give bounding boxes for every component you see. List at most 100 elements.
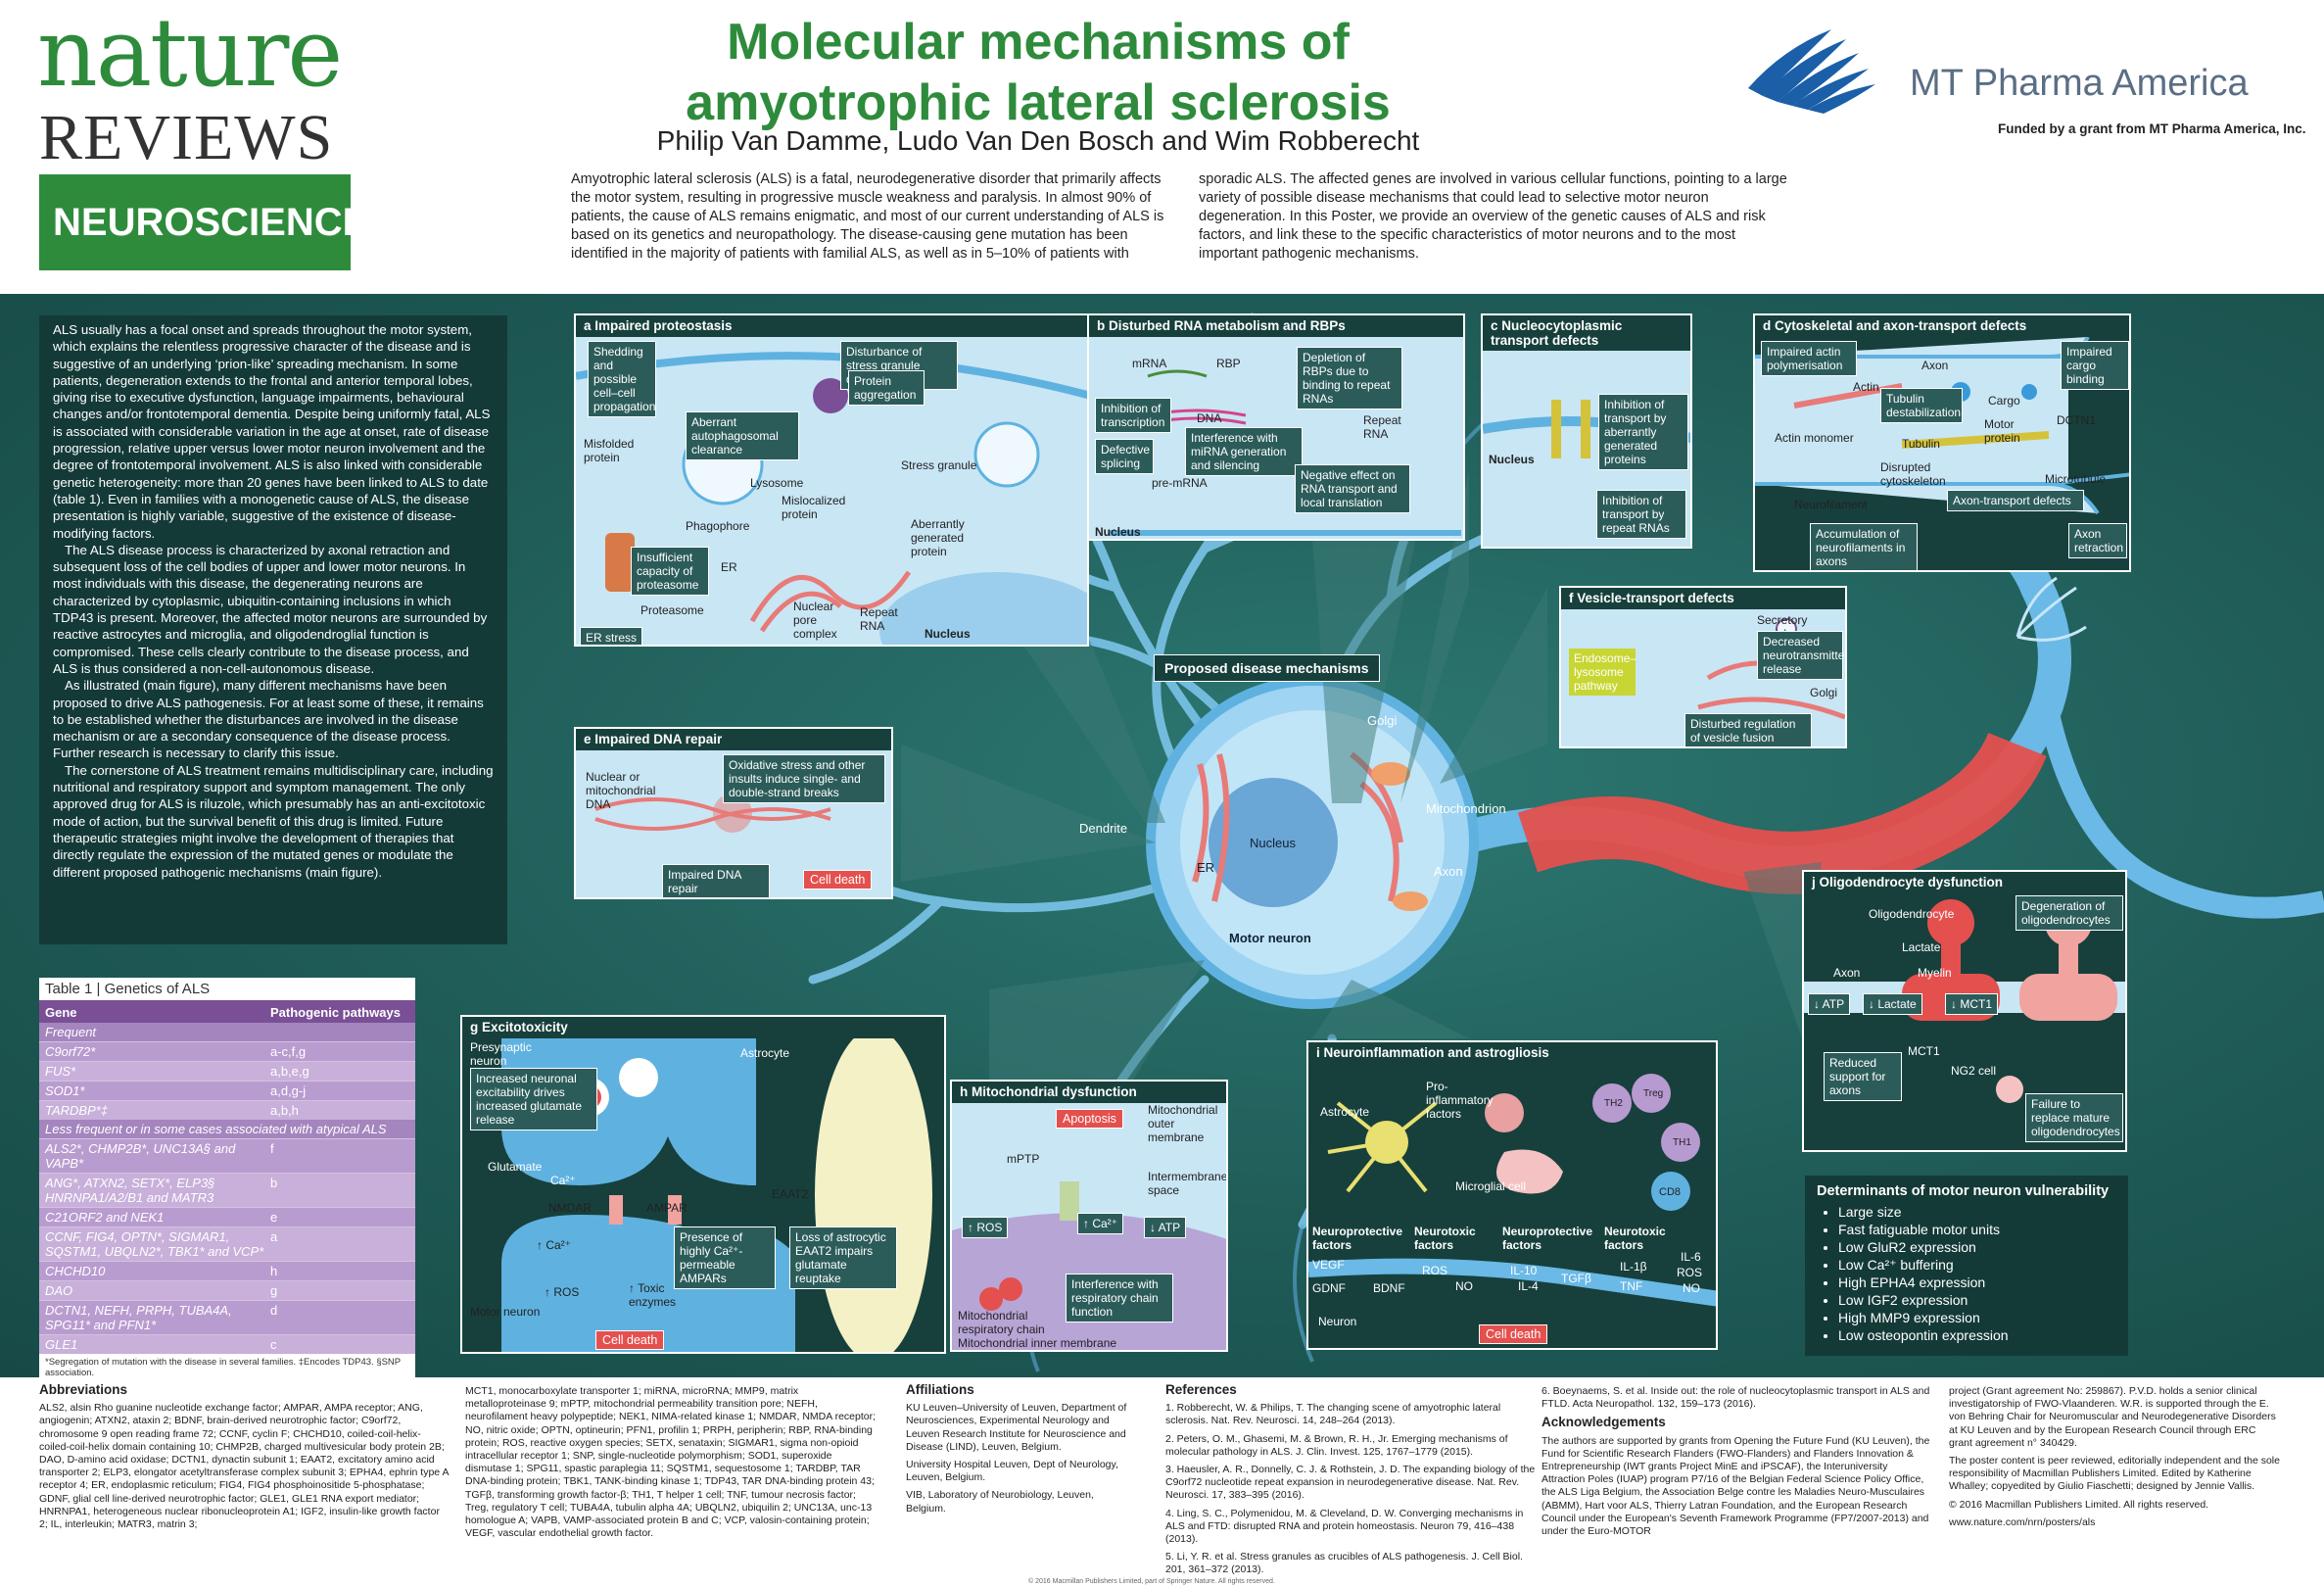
- c-nucleus: Nucleus: [1489, 453, 1535, 466]
- f-disturbed: Disturbed regulation of vesicle fusion: [1684, 713, 1812, 746]
- section-rare: Less frequent or in some cases associate…: [39, 1120, 415, 1138]
- e-oxidative: Oxidative stress and other insults induc…: [723, 754, 885, 803]
- panel-j-oligodendrocyte: j Oligodendrocyte dysfunction Oligodendr…: [1802, 870, 2127, 1152]
- d-tubulin: Tubulin: [1902, 437, 1940, 451]
- table-note: *Segregation of mutation with the diseas…: [39, 1354, 415, 1381]
- editorial-text: The poster content is peer reviewed, edi…: [1949, 1455, 2280, 1493]
- a-nucleus: Nucleus: [925, 627, 971, 641]
- proposed-mechanisms-label: Proposed disease mechanisms: [1154, 654, 1380, 682]
- side-paragraph: The cornerstone of ALS treatment remains…: [53, 762, 494, 880]
- d-axon-transport: Axon-transport defects: [1947, 490, 2084, 511]
- panel-a-title: a Impaired proteostasis: [576, 315, 1087, 337]
- b-pre-mrna: pre-mRNA: [1152, 476, 1208, 490]
- label-mitochondrion: Mitochondrion: [1426, 801, 1506, 816]
- g-eaat2: EAAT2: [772, 1187, 809, 1201]
- j-myelin: Myelin: [1918, 966, 1952, 980]
- ack-title: Acknowledgements: [1541, 1415, 1666, 1430]
- j-ng2: NG2 cell: [1951, 1064, 1997, 1078]
- determinant-item: Low GluR2 expression: [1838, 1238, 2116, 1256]
- panel-h-mitochondrial: h Mitochondrial dysfunction Apoptosis mP…: [950, 1080, 1228, 1352]
- i-tnf: TNF: [1620, 1279, 1643, 1293]
- d-axon: Axon: [1921, 359, 1949, 372]
- panel-f-vesicle: f Vesicle-transport defects Secretory ve…: [1559, 586, 1847, 748]
- d-microtubule: Microtubule: [2045, 472, 2107, 486]
- table-row: DCTN1, NEFH, PRPH, TUBA4A, SPG11* and PF…: [39, 1300, 415, 1334]
- genetics-table: Table 1 | Genetics of ALS Gene Pathogeni…: [39, 978, 415, 1381]
- pathway-cell: e: [270, 1210, 278, 1225]
- i-il6: IL-6: [1681, 1250, 1701, 1264]
- j-oligo: Oligodendrocyte: [1869, 907, 1955, 921]
- panel-i-title: i Neuroinflammation and astrogliosis: [1308, 1042, 1716, 1064]
- table-row: SOD1*a,d,g-j: [39, 1081, 415, 1100]
- h-outer: Mitochondrial outer membrane: [1148, 1103, 1218, 1144]
- b-interference: Interference with miRNA generation and s…: [1185, 427, 1303, 476]
- d-disrupted: Disrupted cytoskeleton: [1880, 460, 1946, 488]
- gene-cell: CHCHD10: [45, 1264, 106, 1278]
- table-title: Table 1 | Genetics of ALS: [39, 978, 415, 1002]
- section-frequent: Frequent: [39, 1023, 415, 1041]
- j-failure: Failure to replace mature oligodendrocyt…: [2025, 1093, 2123, 1142]
- a-aberrantly: Aberrantly generated protein: [911, 517, 965, 558]
- i-ros-2: ROS: [1677, 1266, 1703, 1279]
- i-gdnf: GDNF: [1312, 1281, 1346, 1295]
- determinant-item: Low osteopontin expression: [1838, 1326, 2116, 1344]
- j-lactate: Lactate: [1902, 940, 1941, 954]
- d-tubulin-destab: Tubulin destabilization: [1880, 388, 1963, 423]
- g-presynaptic: Presynaptic neuron: [470, 1040, 532, 1068]
- side-text: ALS usually has a focal onset and spread…: [39, 315, 507, 944]
- g-loss: Loss of astrocytic EAAT2 impairs glutama…: [789, 1226, 897, 1289]
- gene-cell: FUS*: [45, 1064, 76, 1079]
- h-intermembrane: Intermembrane space: [1148, 1170, 1228, 1197]
- label-golgi: Golgi: [1367, 713, 1398, 728]
- references: References 1. Robberecht, W. & Philips, …: [1165, 1383, 1538, 1582]
- panel-h-title: h Mitochondrial dysfunction: [952, 1082, 1226, 1103]
- h-interference: Interference with respiratory chain func…: [1066, 1274, 1173, 1322]
- affil-title: Affiliations: [906, 1382, 974, 1397]
- pathway-cell: a: [270, 1229, 278, 1244]
- pathway-cell: h: [270, 1264, 278, 1278]
- pathway-cell: b: [270, 1176, 278, 1190]
- b-defective: Defective splicing: [1095, 439, 1154, 474]
- i-il10: IL-10: [1510, 1264, 1538, 1277]
- g-up-ca: ↑ Ca²⁺: [537, 1238, 572, 1252]
- i-microglial: Microglial cell: [1455, 1179, 1527, 1193]
- a-repeat-rna: Repeat RNA: [860, 605, 898, 633]
- panel-e-dna-repair: e Impaired DNA repair Nuclear or mitocho…: [574, 727, 893, 899]
- a-misfolded: Misfolded protein: [584, 437, 635, 464]
- reference-list: 1. Robberecht, W. & Philips, T. The chan…: [1165, 1402, 1538, 1576]
- table-row: TARDBP*‡a,b,h: [39, 1100, 415, 1120]
- i-tgfb: TGFβ: [1561, 1272, 1591, 1285]
- j-reduced: Reduced support for axons: [1824, 1052, 1902, 1101]
- pathway-cell: d: [270, 1303, 278, 1318]
- c-inhibition: Inhibition of transport by aberrantly ge…: [1598, 394, 1688, 470]
- poster-url[interactable]: www.nature.com/nrn/posters/als: [1949, 1515, 2096, 1528]
- h-resp-chain: Mitochondrial respiratory chain: [958, 1309, 1045, 1336]
- f-decreased: Decreased neurotransmitter release: [1757, 631, 1845, 680]
- poster-footer: Abbreviations ALS2, alsin Rho guanine nu…: [0, 1377, 2324, 1587]
- g-presence: Presence of highly Ca²⁺-permeable AMPARs: [674, 1226, 776, 1289]
- a-protein-agg: Protein aggregation: [848, 370, 925, 406]
- abbreviations: Abbreviations ALS2, alsin Rho guanine nu…: [39, 1383, 451, 1536]
- a-stress-granule: Stress granule: [901, 458, 977, 472]
- neuroscience-logo: NEUROSCIENCE: [39, 174, 368, 270]
- determinant-item: Large size: [1838, 1203, 2116, 1221]
- d-accumulation: Accumulation of neurofilaments in axons: [1810, 523, 1918, 570]
- authors: Philip Van Damme, Ludo Van Den Bosch and…: [656, 125, 1420, 156]
- panel-b-title: b Disturbed RNA metabolism and RBPs: [1089, 315, 1463, 337]
- i-t-treg: Treg: [1643, 1088, 1664, 1099]
- i-il1b: IL-1β: [1620, 1260, 1647, 1274]
- reference-item: 5. Li, Y. R. et al. Stress granules as c…: [1165, 1551, 1523, 1576]
- f-golgi: Golgi: [1810, 686, 1838, 699]
- g-astrocyte: Astrocyte: [740, 1046, 790, 1060]
- i-il4: IL-4: [1518, 1279, 1539, 1293]
- g-glutamate: Glutamate: [488, 1160, 543, 1174]
- copyright: © 2016 Macmillan Publishers Limited. All…: [1949, 1498, 2209, 1511]
- affil-2: University Hospital Leuven, Dept of Neur…: [906, 1459, 1118, 1484]
- a-er: ER: [721, 560, 737, 574]
- d-actin: Actin: [1853, 380, 1879, 394]
- j-degeneration: Degeneration of oligodendrocytes: [2016, 895, 2123, 931]
- panel-g-excitotoxicity: g Excitotoxicity Presynaptic neuron Astr…: [460, 1015, 946, 1354]
- j-down-mct1: ↓ MCT1: [1945, 993, 1998, 1015]
